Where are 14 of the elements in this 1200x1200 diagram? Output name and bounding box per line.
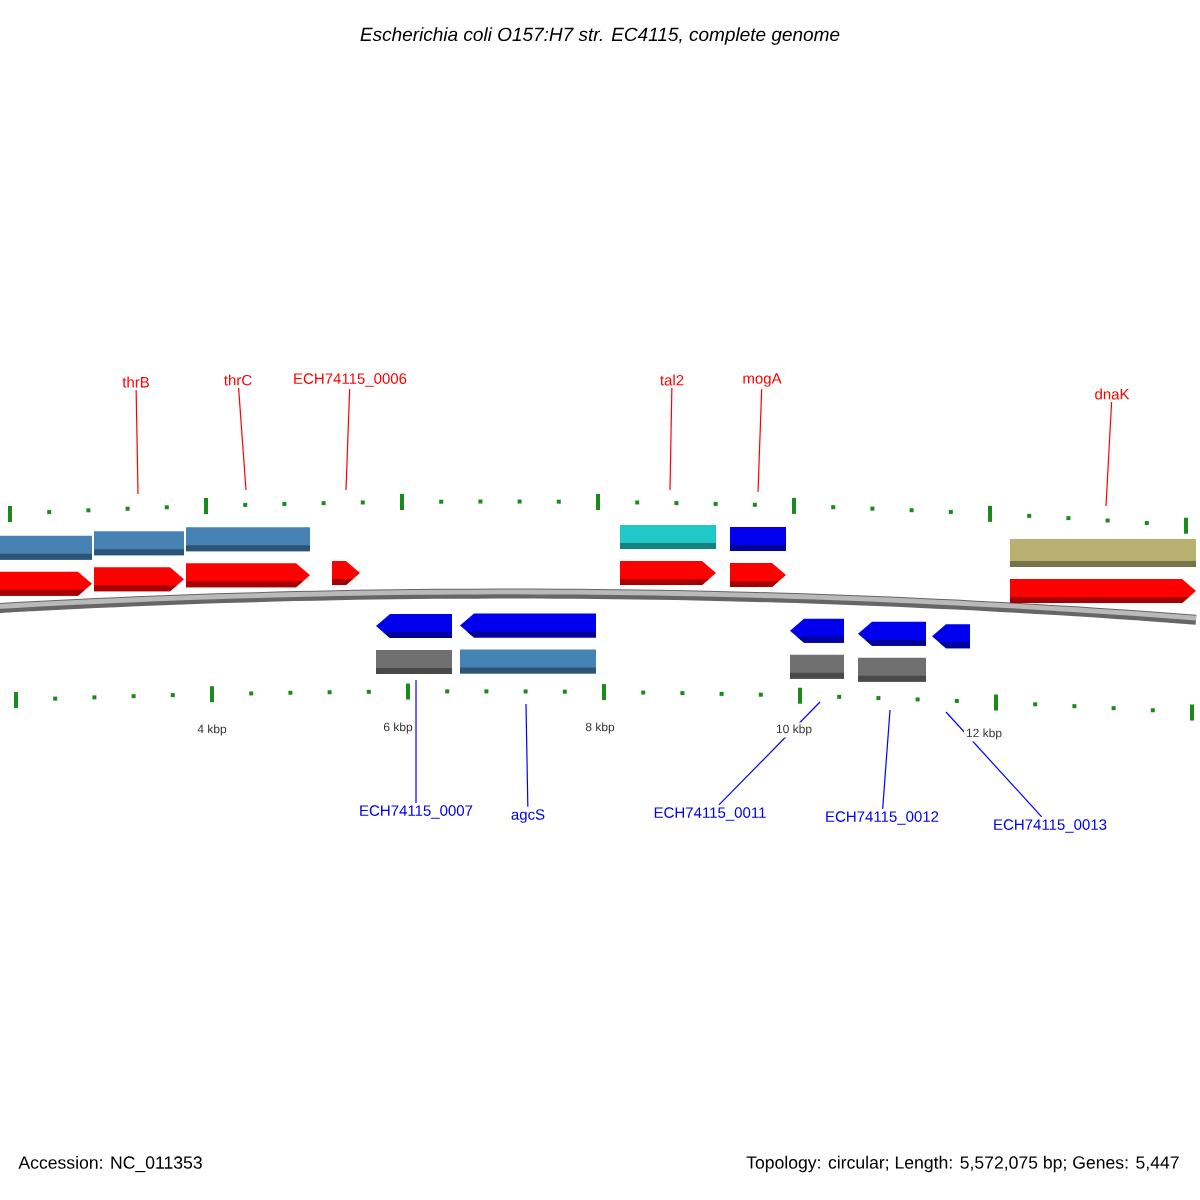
genome-info-text: Topology: circular; Length: 5,572,075 bp; Genes: 5,447 [746, 1155, 1179, 1173]
leader-line [135, 389, 139, 495]
leader-line [718, 701, 821, 806]
leader-line [945, 711, 1043, 818]
leader-line [882, 709, 891, 810]
accession-text: Accession: NC_011353 [18, 1155, 202, 1173]
leader-line [415, 679, 417, 804]
leader-line [1105, 401, 1113, 507]
leader-line [238, 387, 247, 491]
title: Escherichia coli O157:H7 str. EC4115, complete genome [360, 27, 840, 45]
leader-line [525, 703, 529, 808]
leader-line [669, 387, 673, 491]
leader-line [757, 388, 763, 493]
leader-line [345, 388, 351, 491]
